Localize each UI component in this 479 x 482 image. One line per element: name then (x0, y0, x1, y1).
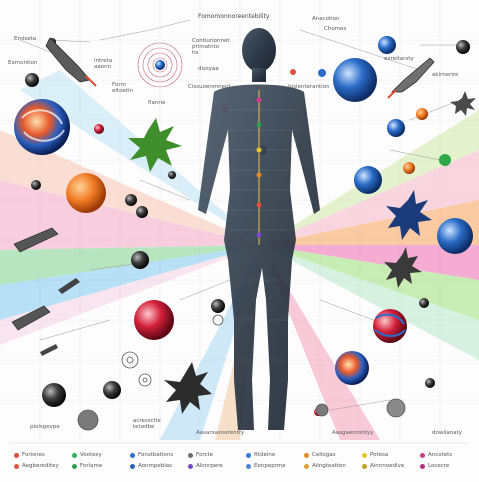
legend-item: Locecre (420, 463, 449, 469)
legend-swatch (246, 464, 251, 469)
annotation-label: Insienterantion (288, 84, 330, 90)
small-dark-top-right (456, 40, 470, 54)
legend-item: Forisnes (14, 452, 45, 458)
legend-swatch (14, 453, 19, 458)
annotation-label: Anacotion (312, 16, 340, 22)
legend-label: Aonmpeblas (138, 463, 172, 469)
legend-swatch (130, 453, 135, 458)
blue-sphere-right (354, 166, 382, 194)
annotation-label: flanrie (148, 100, 166, 106)
legend-label: Fonstbations (138, 452, 173, 458)
rocket-top-right (392, 58, 434, 92)
legend-label: Celtsgas (312, 452, 336, 458)
small-star-right (450, 91, 476, 116)
swirl-sphere-left (14, 99, 70, 155)
annotation-label: Emiseta (14, 36, 36, 42)
annotation-label: exreitarsty (384, 56, 414, 62)
legend-swatch (188, 453, 193, 458)
legend-item: Forlame (72, 463, 102, 469)
annotation-label: akirnerire (432, 72, 458, 78)
legend-item: Aegbereditey (14, 463, 59, 469)
legend-label: Alonrpere (196, 463, 223, 469)
annotation-label: Chomes (324, 26, 346, 32)
legend-label: Locecre (428, 463, 449, 469)
legend-item: Eenpeprme (246, 463, 286, 469)
legend-item: Forcte (188, 452, 213, 458)
legend-label: Potesa (370, 452, 388, 458)
legend-label: Eenpeprme (254, 463, 286, 469)
legend-swatch (72, 453, 77, 458)
legend-swatch (14, 464, 19, 469)
legend-item: Celtsgas (304, 452, 336, 458)
annotation-label: Cissuoenmnent (188, 84, 231, 90)
legend-label: Forlame (80, 463, 102, 469)
legend-swatch (304, 464, 309, 469)
legend-item: Ancotets (420, 452, 452, 458)
annotation-label: Aasarsasnerentry (196, 430, 244, 436)
legend-swatch (304, 453, 309, 458)
small-blue-top (378, 36, 396, 54)
legend-item: Aonmpeblas (130, 463, 172, 469)
legend-label: Aegbereditey (22, 463, 59, 469)
legend-label: Vootesy (80, 452, 102, 458)
legend-label: Aiingteatten (312, 463, 346, 469)
annotation-label: Exmontion (8, 60, 37, 66)
legend-swatch (362, 453, 367, 458)
legend-item: Rtdeine (246, 452, 275, 458)
legend-item: Fonstbations (130, 452, 173, 458)
orbit-core (155, 60, 165, 70)
legend-label: Forcte (196, 452, 213, 458)
legend-item: Ainnnoedive (362, 463, 404, 469)
legend-swatch (420, 453, 425, 458)
annotation-label: Form eltoetin (112, 82, 133, 94)
legend-label: Forisnes (22, 452, 45, 458)
legend-item: Vootesy (72, 452, 102, 458)
dark-sphere-bottom-left (42, 383, 66, 407)
legend-label: Rtdeine (254, 452, 275, 458)
annotation-label: dowilanaty (432, 430, 462, 436)
annotation-label: Aasgaenrontyy (332, 430, 373, 436)
orange-sphere (66, 173, 106, 213)
legend-label: Ainnnoedive (370, 463, 404, 469)
annotation-label: intreta aaonn (94, 58, 112, 70)
legend-item: Alonrpere (188, 463, 223, 469)
legend-swatch (362, 464, 367, 469)
blue-sphere-top-right (333, 58, 377, 102)
legend-swatch (246, 453, 251, 458)
annotation-label: acressctle tetadbe (133, 418, 161, 430)
legend-swatch (72, 464, 77, 469)
legend-swatch (420, 464, 425, 469)
legend-item: Potesa (362, 452, 388, 458)
legend-label: Ancotets (428, 452, 452, 458)
annotation-label: pioisgevpe (30, 424, 60, 430)
legend-swatch (188, 464, 193, 469)
legend-swatch (130, 464, 135, 469)
legend-item: Aiingteatten (304, 463, 346, 469)
red-sphere (134, 300, 174, 340)
annotation-label: Contiurionnet primatnto tis (192, 38, 230, 56)
annotation-label: dissyaa (198, 66, 219, 72)
figure-title: Fomomonnoreentebility (198, 14, 270, 20)
swirl-sphere-bottom (335, 351, 369, 385)
